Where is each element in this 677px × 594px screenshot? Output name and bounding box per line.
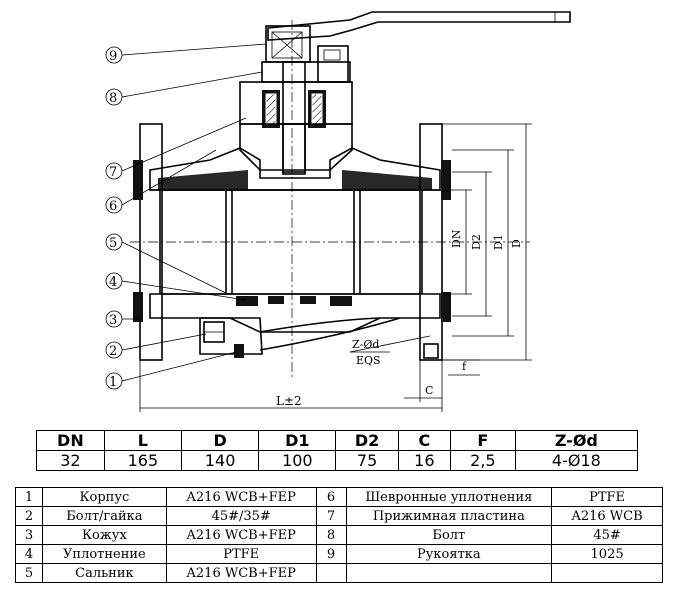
- part-material: 45#/35#: [165, 506, 317, 526]
- callout-4: 4: [109, 275, 117, 290]
- dim-value-zd: 4-Ø18: [514, 450, 639, 471]
- part-material: 45#: [551, 525, 663, 545]
- bore: [130, 20, 530, 380]
- callout-6: 6: [109, 199, 117, 214]
- dim-value-d2: 75: [335, 450, 399, 471]
- dim-label-eqs: EQS: [356, 354, 381, 367]
- dim-value-d1: 100: [258, 450, 337, 471]
- dim-label-dn: DN: [450, 229, 463, 248]
- dim-value-d: 140: [180, 450, 260, 471]
- part-name: [345, 563, 553, 583]
- valve-body-top: [149, 147, 441, 191]
- valve-section-drawing: DN D2 D1 D L±2 C f Z-Ød EQS 9 8 7 6 5 4 …: [105, 11, 571, 412]
- callout-2: 2: [109, 344, 117, 359]
- part-name: Шевронные уплотнения: [345, 487, 553, 507]
- part-number: 8: [315, 525, 347, 545]
- dim-value-l: 165: [103, 450, 182, 471]
- part-name: Болт/гайка: [41, 506, 167, 526]
- dim-header-c: C: [397, 430, 451, 451]
- valve-body-bottom: [149, 293, 441, 359]
- parts-row: 1 Корпус A216 WCB+FEP 6 Шевронные уплотн…: [15, 487, 663, 507]
- dim-value-c: 16: [397, 450, 451, 471]
- dim-label-c: C: [425, 384, 433, 397]
- part-material: PTFE: [165, 544, 317, 564]
- dim-header-l: L: [103, 430, 182, 451]
- part-number: 6: [315, 487, 347, 507]
- callout-3: 3: [109, 313, 117, 328]
- part-material: PTFE: [551, 487, 663, 507]
- dim-label-l: L±2: [276, 394, 302, 408]
- dimensions-value-row: 32 165 140 100 75 16 2,5 4-Ø18: [36, 450, 639, 471]
- part-name: Болт: [345, 525, 553, 545]
- dimensions-table: DN L D D1 D2 C F Z-Ød 32 165 140 100 75 …: [36, 430, 639, 471]
- dimension-labels: DN D2 D1 D L±2 C f Z-Ød EQS: [276, 229, 523, 408]
- dim-value-dn: 32: [36, 450, 105, 471]
- part-name: Прижимная пластина: [345, 506, 553, 526]
- callout-9: 9: [109, 49, 117, 64]
- dim-label-zd: Z-Ød: [352, 338, 379, 351]
- dim-label-d: D: [510, 239, 523, 248]
- dim-label-d1: D1: [492, 234, 505, 250]
- dimensions-header-row: DN L D D1 D2 C F Z-Ød: [36, 430, 639, 451]
- callout-8: 8: [109, 91, 117, 106]
- dim-header-d: D: [180, 430, 260, 451]
- part-number: 9: [315, 544, 347, 564]
- parts-row: 4 Уплотнение PTFE 9 Рукоятка 1025: [15, 544, 663, 564]
- parts-row: 3 Кожух A216 WCB+FEP 8 Болт 45#: [15, 525, 663, 545]
- part-name: Рукоятка: [345, 544, 553, 564]
- dim-value-f: 2,5: [449, 450, 516, 471]
- part-number: 7: [315, 506, 347, 526]
- part-name: Уплотнение: [41, 544, 167, 564]
- part-material: A216 WCB+FEP: [165, 563, 317, 583]
- dim-header-d1: D1: [258, 430, 337, 451]
- parts-table: 1 Корпус A216 WCB+FEP 6 Шевронные уплотн…: [15, 487, 663, 583]
- part-number: 2: [15, 506, 43, 526]
- dim-header-d2: D2: [335, 430, 399, 451]
- part-number: 5: [15, 563, 43, 583]
- part-material: A216 WCB+FEP: [165, 487, 317, 507]
- part-name: Кожух: [41, 525, 167, 545]
- part-name: Корпус: [41, 487, 167, 507]
- stem-bonnet: [239, 45, 353, 175]
- dim-header-zd: Z-Ød: [514, 430, 639, 451]
- dimension-lines: [139, 123, 532, 412]
- dim-label-f: f: [462, 360, 467, 373]
- callout-5: 5: [109, 236, 117, 251]
- handle-lever: [265, 11, 571, 63]
- part-material: A216 WCB: [551, 506, 663, 526]
- dim-label-d2: D2: [470, 234, 483, 250]
- dim-header-dn: DN: [36, 430, 105, 451]
- part-number: 1: [15, 487, 43, 507]
- parts-row: 2 Болт/гайка 45#/35# 7 Прижимная пластин…: [15, 506, 663, 526]
- callouts: 9 8 7 6 5 4 3 2 1: [105, 43, 267, 390]
- part-material: [551, 563, 663, 583]
- callout-7: 7: [109, 165, 117, 180]
- callout-1: 1: [109, 375, 117, 390]
- part-number: 4: [15, 544, 43, 564]
- part-number: [315, 563, 347, 583]
- part-material: A216 WCB+FEP: [165, 525, 317, 545]
- part-number: 3: [15, 525, 43, 545]
- dim-header-f: F: [449, 430, 516, 451]
- parts-row: 5 Сальник A216 WCB+FEP: [15, 563, 663, 583]
- part-name: Сальник: [41, 563, 167, 583]
- part-material: 1025: [551, 544, 663, 564]
